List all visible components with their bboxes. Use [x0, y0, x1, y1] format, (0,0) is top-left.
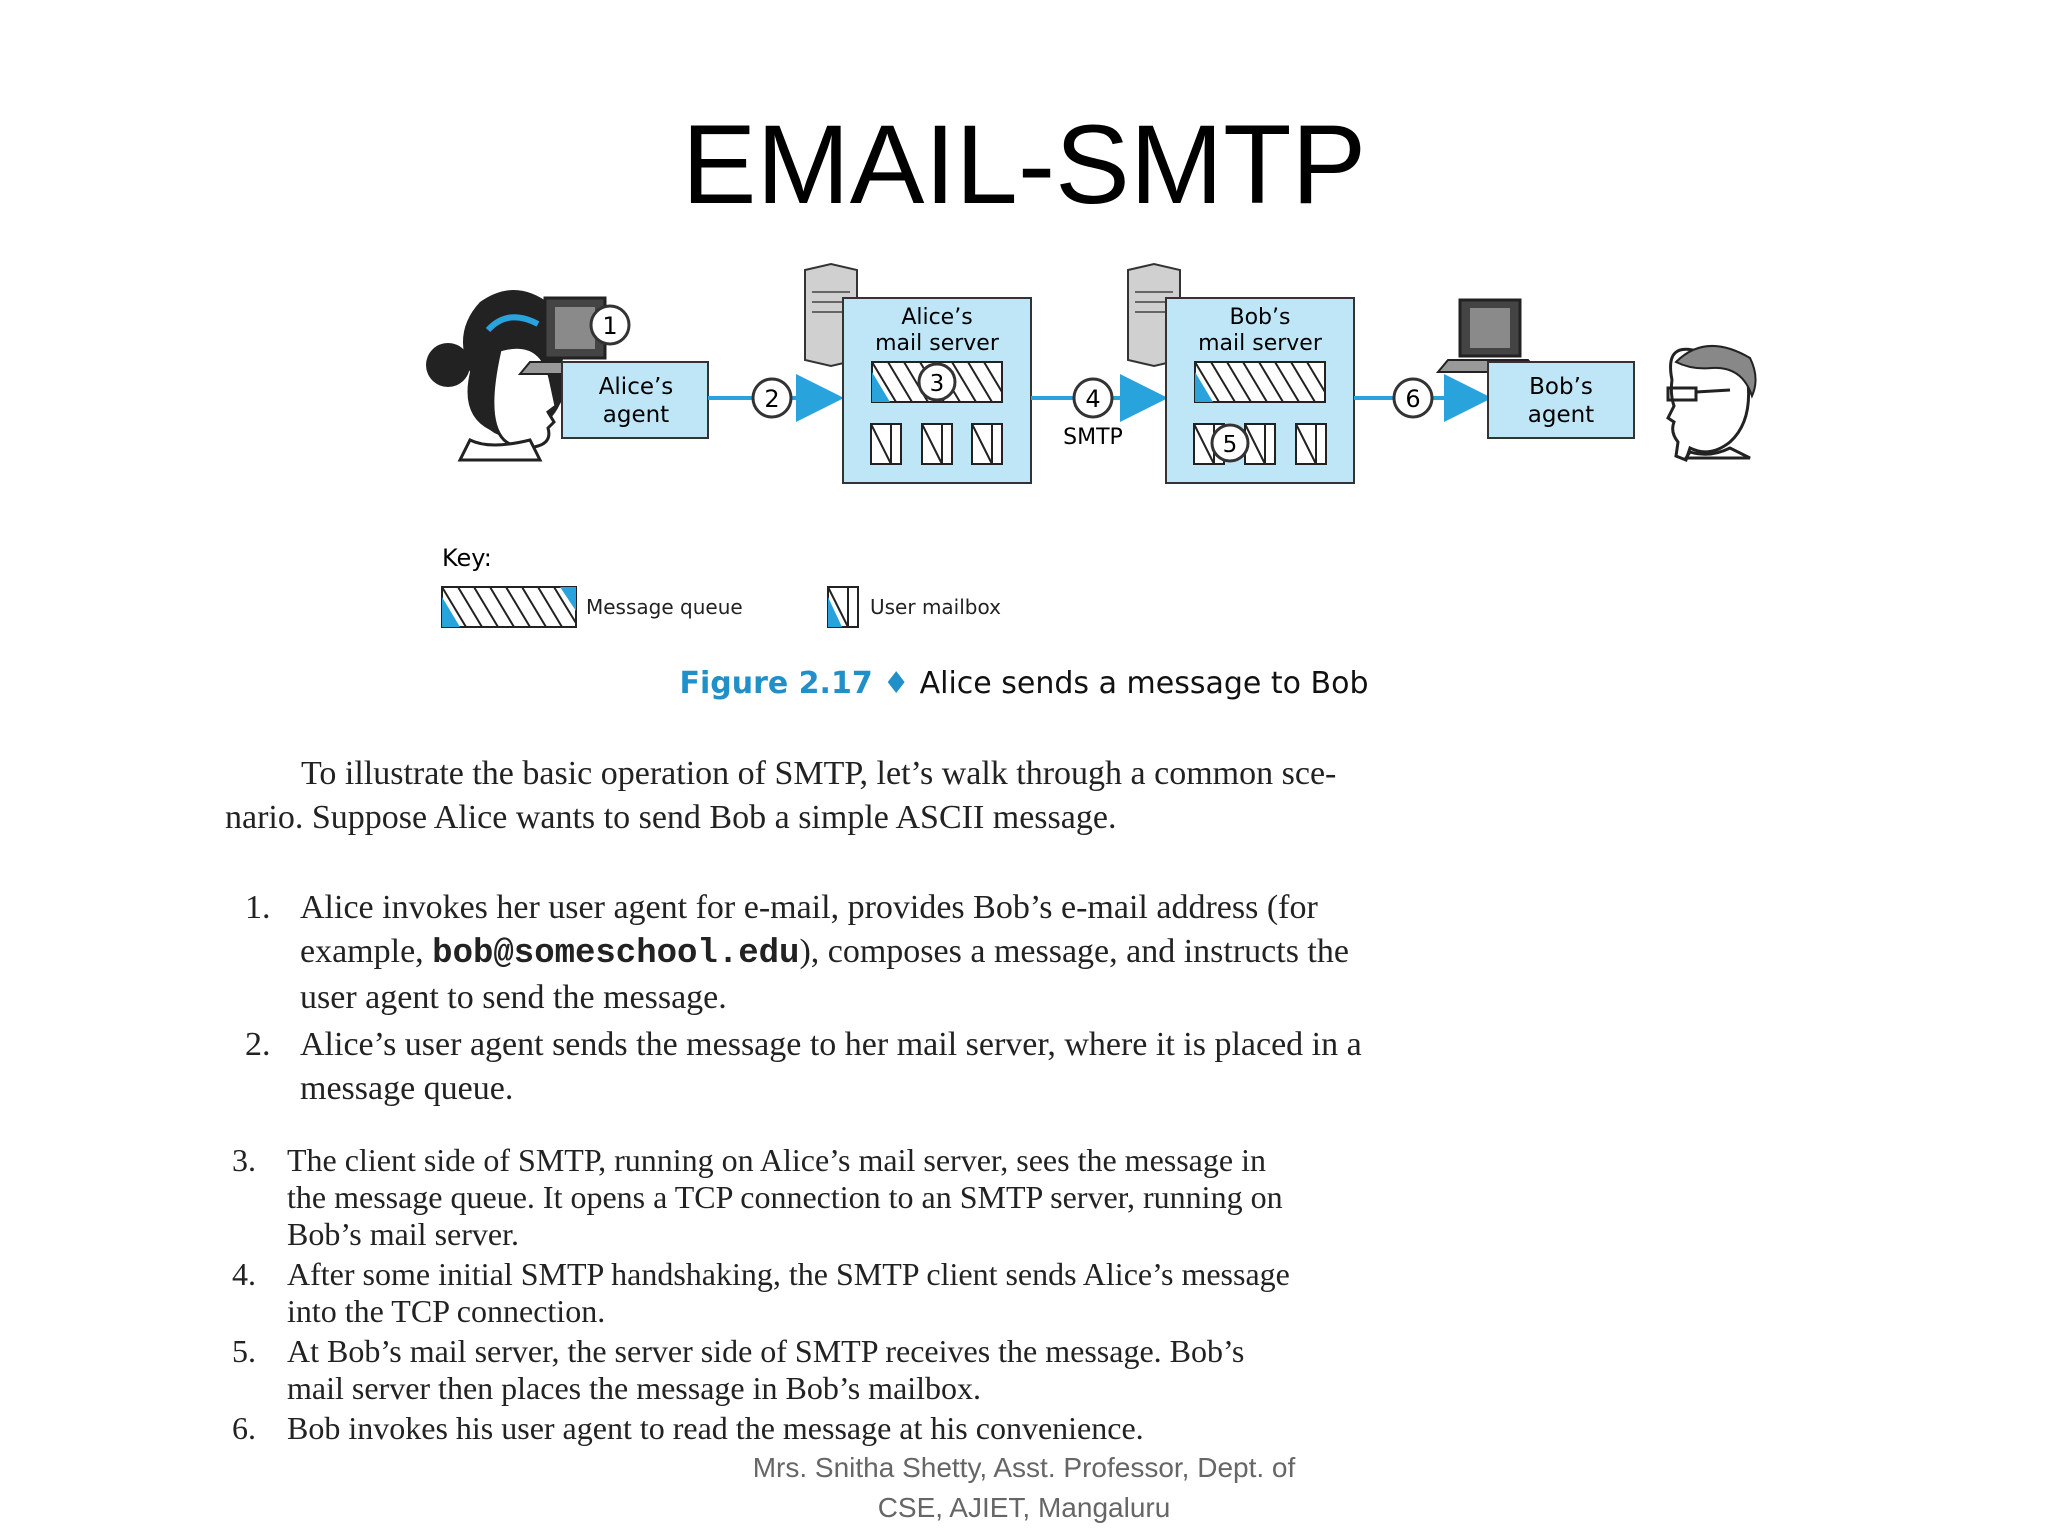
- intro-line-2: nario. Suppose Alice wants to send Bob a…: [225, 799, 1117, 836]
- step-line: the message queue. It opens a TCP connec…: [287, 1179, 1283, 1215]
- step-item-1: 1. Alice invokes her user agent for e-ma…: [245, 886, 1705, 1020]
- alice-agent-box: [561, 361, 709, 439]
- step-number: 1.: [245, 889, 271, 926]
- step-line: message queue.: [300, 1070, 514, 1107]
- step-line: Alice invokes her user agent for e-mail,…: [300, 889, 1318, 926]
- step-line: Bob invokes his user agent to read the m…: [287, 1410, 1144, 1446]
- step-line: Bob’s mail server.: [287, 1216, 519, 1252]
- steps-list-bottom: 3. The client side of SMTP, running on A…: [232, 1142, 1632, 1450]
- bob-agent-box: [1487, 361, 1635, 439]
- alice-person-icon: [426, 289, 567, 462]
- step-line: mail server then places the message in B…: [287, 1370, 982, 1406]
- figure-caption-text: Alice sends a message to Bob: [919, 666, 1369, 701]
- step-item-6: 6. Bob invokes his user agent to read th…: [232, 1410, 1632, 1447]
- figure-caption: Figure 2.17 ♦ Alice sends a message to Bob: [0, 666, 2048, 701]
- step-line: After some initial SMTP handshaking, the…: [287, 1256, 1290, 1292]
- figure-label: Figure 2.17: [679, 666, 873, 701]
- step-item-3: 3. The client side of SMTP, running on A…: [232, 1142, 1632, 1253]
- alice-agent-label-2: agent: [603, 402, 669, 428]
- step-number: 2.: [245, 1026, 271, 1063]
- step-marker-3: 3: [930, 371, 945, 397]
- step-item-5: 5. At Bob’s mail server, the server side…: [232, 1333, 1632, 1407]
- step-item-2: 2. Alice’s user agent sends the message …: [245, 1023, 1705, 1111]
- step-marker-4: 4: [1085, 385, 1100, 413]
- footer-line-2: CSE, AJIET, Mangaluru: [877, 1492, 1171, 1523]
- figure-separator: ♦: [882, 666, 910, 701]
- bob-agent-label-2: agent: [1528, 402, 1594, 428]
- alice-server-label-2: mail server: [875, 331, 1000, 356]
- steps-list-top: 1. Alice invokes her user agent for e-ma…: [245, 886, 1705, 1114]
- alice-agent-label-1: Alice’s: [599, 374, 674, 400]
- slide-footer: Mrs. Snitha Shetty, Asst. Professor, Dep…: [724, 1448, 1324, 1528]
- step-line: The client side of SMTP, running on Alic…: [287, 1142, 1266, 1178]
- key-label: Key:: [442, 544, 492, 572]
- smtp-flow-diagram: 1 Alice’s agent 2 Alice’s mail server 3 …: [426, 262, 1757, 628]
- key-user-mailbox-icon: [827, 586, 859, 628]
- step-number: 5.: [232, 1333, 256, 1369]
- step-line: At Bob’s mail server, the server side of…: [287, 1333, 1245, 1369]
- step-marker-5: 5: [1223, 432, 1238, 458]
- step-line: user agent to send the message.: [300, 979, 727, 1016]
- alice-user-mailbox-icons: [870, 423, 1003, 465]
- key-message-queue-label: Message queue: [586, 595, 743, 619]
- alice-server-label-1: Alice’s: [901, 305, 972, 330]
- bob-agent-label-1: Bob’s: [1529, 374, 1593, 400]
- key-user-mailbox-label: User mailbox: [870, 595, 1001, 619]
- smtp-label: SMTP: [1063, 425, 1123, 450]
- footer-line-1: Mrs. Snitha Shetty, Asst. Professor, Dep…: [752, 1452, 1296, 1483]
- step-number: 3.: [232, 1142, 256, 1178]
- intro-line-1: To illustrate the basic operation of SMT…: [301, 755, 1337, 792]
- email-address: bob@someschool.edu: [432, 935, 800, 973]
- step-marker-1: 1: [602, 312, 617, 340]
- bob-server-label-2: mail server: [1198, 331, 1323, 356]
- bob-server-label-1: Bob’s: [1230, 305, 1291, 330]
- step-number: 4.: [232, 1256, 256, 1292]
- step-line: into the TCP connection.: [287, 1293, 606, 1329]
- step-number: 6.: [232, 1410, 256, 1446]
- bob-user-mailbox-icons: [1193, 423, 1327, 465]
- step-line: example, bob@someschool.edu), composes a…: [300, 933, 1349, 973]
- key-message-queue-icon: [441, 586, 577, 628]
- bob-message-queue-icon: [1194, 361, 1326, 403]
- step-item-4: 4. After some initial SMTP handshaking, …: [232, 1256, 1632, 1330]
- bob-person-icon: [1666, 345, 1757, 462]
- step-marker-2: 2: [764, 385, 779, 413]
- step-marker-6: 6: [1405, 385, 1420, 413]
- slide-title: EMAIL-SMTP: [681, 102, 1367, 227]
- step-line: Alice’s user agent sends the message to …: [300, 1026, 1362, 1063]
- intro-paragraph: To illustrate the basic operation of SMT…: [225, 752, 1695, 840]
